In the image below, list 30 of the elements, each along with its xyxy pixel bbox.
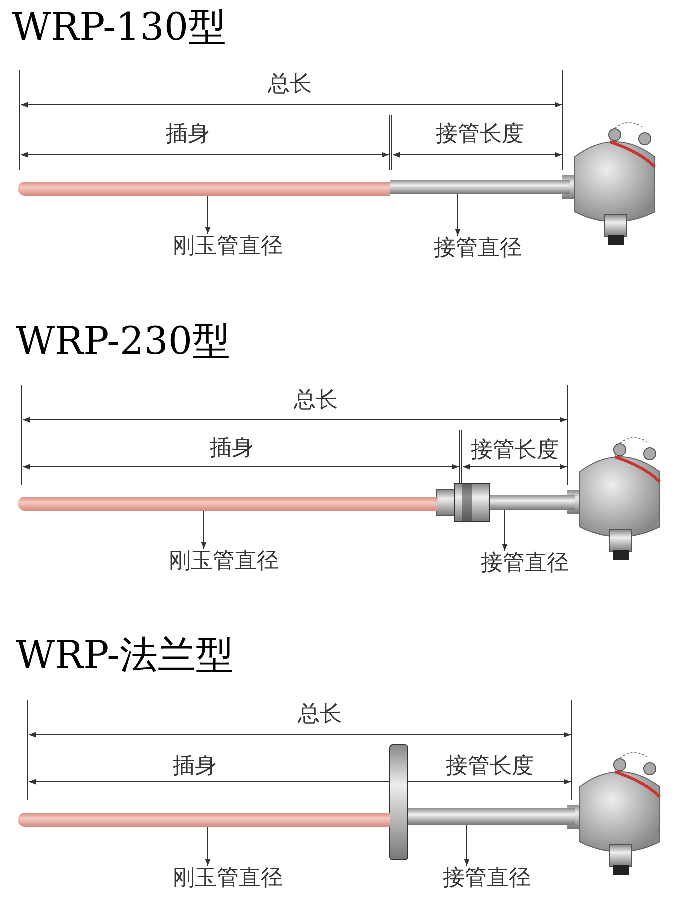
model-title: WRP-法兰型 [16, 636, 234, 674]
metal-pipe [390, 180, 570, 194]
model-title: WRP-230型 [16, 322, 231, 360]
model-title: WRP-130型 [12, 8, 227, 46]
leader-line [455, 194, 461, 236]
leader-line [205, 826, 211, 866]
part-label: 接管直径 [481, 553, 569, 575]
part-label: 接管直径 [434, 238, 522, 260]
dimension-label: 接管长度 [471, 440, 559, 462]
ceramic-tube [18, 813, 390, 827]
metal-pipe [490, 495, 575, 510]
leader-line [201, 510, 207, 550]
dimension-label: 接管长度 [446, 756, 534, 778]
leader-line [205, 196, 211, 234]
dimension-label: 插身 [173, 756, 217, 778]
ceramic-tube [18, 182, 390, 196]
dimension-label: 总长 [294, 390, 338, 412]
dimension-label: 插身 [210, 438, 254, 460]
leader-line [464, 824, 470, 866]
dimension-label: 插身 [166, 124, 210, 146]
dimension-label: 总长 [268, 74, 312, 96]
part-label: 刚玉管直径 [173, 868, 283, 890]
dimension-label: 接管长度 [436, 124, 524, 146]
ceramic-tube [18, 497, 438, 511]
part-label: 刚玉管直径 [173, 236, 283, 258]
dimension-label: 总长 [298, 704, 342, 726]
part-label: 接管直径 [443, 868, 531, 890]
metal-pipe [408, 808, 575, 825]
leader-line [502, 510, 508, 552]
part-label: 刚玉管直径 [169, 551, 279, 573]
